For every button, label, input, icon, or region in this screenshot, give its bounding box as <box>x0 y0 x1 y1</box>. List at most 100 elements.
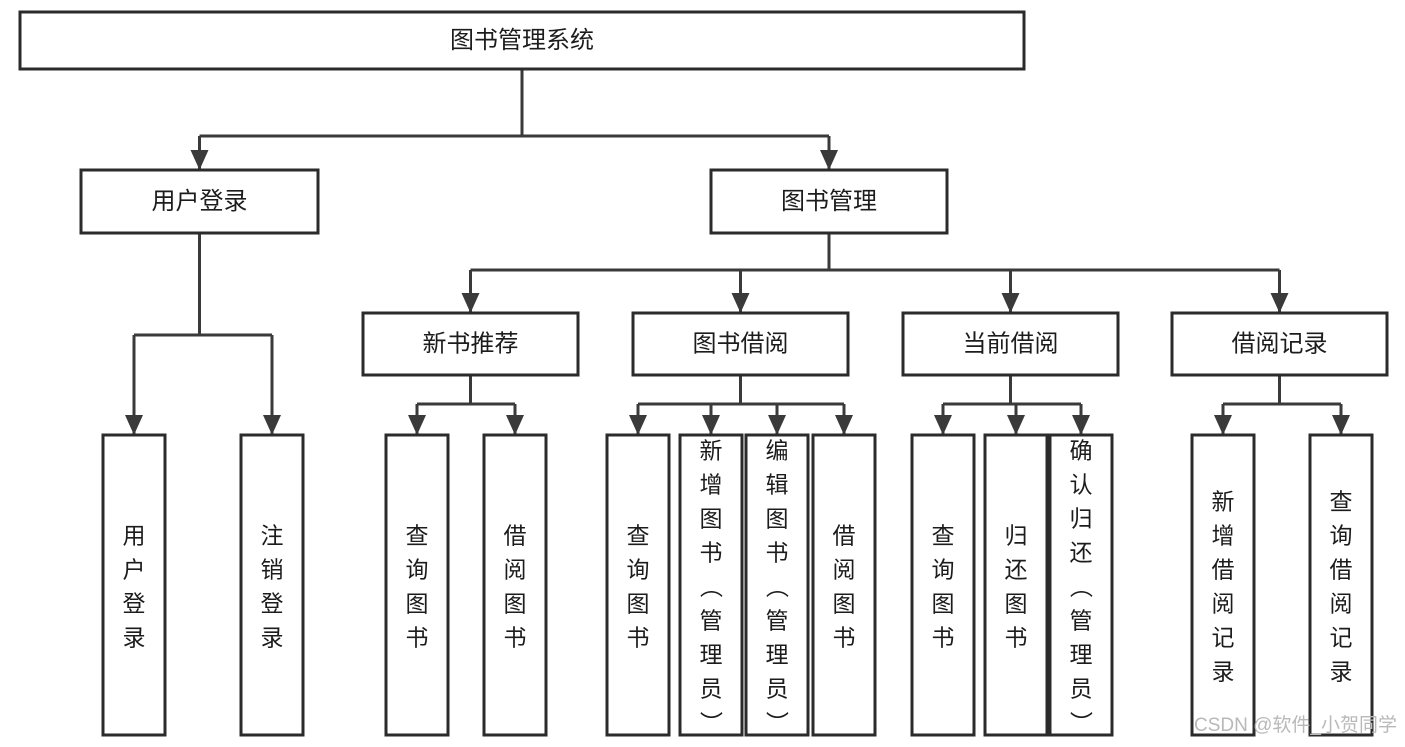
node-box[interactable] <box>239 433 305 737</box>
node-label-char: 用 <box>123 523 146 549</box>
node-label-char: 理 <box>766 642 789 668</box>
node-label-char: 录 <box>261 625 284 651</box>
node-box[interactable] <box>744 433 810 737</box>
node-label-char: 询 <box>1330 523 1353 549</box>
node-label-char: （ <box>1068 575 1094 598</box>
node-label-char: 辑 <box>766 472 789 498</box>
node-box[interactable] <box>101 433 167 737</box>
node-label-char: 管 <box>700 608 723 634</box>
node-label-char: ） <box>764 711 790 734</box>
node-label-char: 归 <box>1070 506 1093 532</box>
arrow-head-icon <box>1214 415 1232 435</box>
node-leaf-user-login[interactable]: 用户登录 <box>101 433 167 737</box>
node-label-char: 查 <box>406 523 429 549</box>
node-box[interactable] <box>901 311 1120 377</box>
node-box[interactable] <box>983 433 1049 737</box>
node-book-borrow[interactable]: 图书借阅 <box>631 311 850 377</box>
arrow-head-icon <box>1332 415 1350 435</box>
node-label-char: 询 <box>932 557 955 583</box>
node-box[interactable] <box>678 433 744 737</box>
node-label-char: 借 <box>1212 557 1235 583</box>
node-box[interactable] <box>79 168 320 235</box>
node-label-char: 员 <box>1070 676 1093 702</box>
node-box[interactable] <box>910 433 976 737</box>
node-label-char: 书 <box>700 540 723 566</box>
node-label-char: 员 <box>700 676 723 702</box>
arrow-head-icon <box>934 415 952 435</box>
arrow-head-icon <box>1270 293 1289 313</box>
arrow-head-icon <box>702 415 720 435</box>
node-label-char: ） <box>1068 711 1094 734</box>
node-box[interactable] <box>811 433 877 737</box>
connectors-layer <box>125 69 1350 435</box>
node-box[interactable] <box>1190 433 1256 737</box>
arrow-head-icon <box>1001 293 1020 313</box>
node-label: 图书管理 <box>781 188 877 215</box>
node-current-borrow[interactable]: 当前借阅 <box>901 311 1120 377</box>
node-label-char: 询 <box>406 557 429 583</box>
node-label-char: 询 <box>627 557 650 583</box>
node-label: 用户登录 <box>152 188 248 215</box>
node-label-char: 记 <box>1330 625 1353 651</box>
node-label: 当前借阅 <box>963 330 1059 357</box>
node-label-char: 录 <box>123 625 146 651</box>
node-label-char: 书 <box>406 625 429 651</box>
arrow-head-icon <box>506 415 524 435</box>
node-label-char: 新 <box>700 438 723 464</box>
arrow-head-icon <box>768 415 786 435</box>
arrow-head-icon <box>835 415 853 435</box>
node-box[interactable] <box>1170 311 1389 377</box>
node-label-char: 图 <box>833 591 856 617</box>
node-label-char: 确 <box>1070 438 1093 464</box>
node-box[interactable] <box>482 433 548 737</box>
node-new-book-recommend[interactable]: 新书推荐 <box>361 311 580 377</box>
node-box[interactable] <box>18 10 1026 71</box>
node-box[interactable] <box>631 311 850 377</box>
node-label-char: 阅 <box>833 557 856 583</box>
node-label-char: 借 <box>1330 557 1353 583</box>
arrow-head-icon <box>408 415 426 435</box>
node-label-char: 销 <box>261 557 284 583</box>
node-label-char: 书 <box>1005 625 1028 651</box>
node-box[interactable] <box>361 311 580 377</box>
node-label-char: 登 <box>123 591 146 617</box>
node-book-management[interactable]: 图书管理 <box>709 168 949 235</box>
node-borrow-record[interactable]: 借阅记录 <box>1170 311 1389 377</box>
node-label: 图书借阅 <box>693 330 789 357</box>
node-label-char: 图 <box>504 591 527 617</box>
node-label-char: 书 <box>932 625 955 651</box>
node-label-char: 借 <box>833 523 856 549</box>
node-label-char: 阅 <box>1212 591 1235 617</box>
node-label-char: （ <box>698 575 724 598</box>
node-user-login[interactable]: 用户登录 <box>79 168 320 235</box>
node-label-char: 记 <box>1212 625 1235 651</box>
node-box[interactable] <box>605 433 671 737</box>
node-root[interactable]: 图书管理系统 <box>18 10 1026 71</box>
node-box[interactable] <box>384 433 450 737</box>
node-box[interactable] <box>1048 433 1114 737</box>
node-box[interactable] <box>1308 433 1374 737</box>
node-label-char: 管 <box>766 608 789 634</box>
node-label-char: 书 <box>504 625 527 651</box>
nodes-layer: 图书管理系统用户登录图书管理新书推荐图书借阅当前借阅借阅记录用户登录注销登录查询… <box>18 10 1389 737</box>
node-label-char: 员 <box>766 676 789 702</box>
node-box[interactable] <box>709 168 949 235</box>
node-label-char: ） <box>698 711 724 734</box>
node-label-char: 注 <box>261 523 284 549</box>
node-label-char: 查 <box>627 523 650 549</box>
node-label-char: 增 <box>1212 523 1235 549</box>
